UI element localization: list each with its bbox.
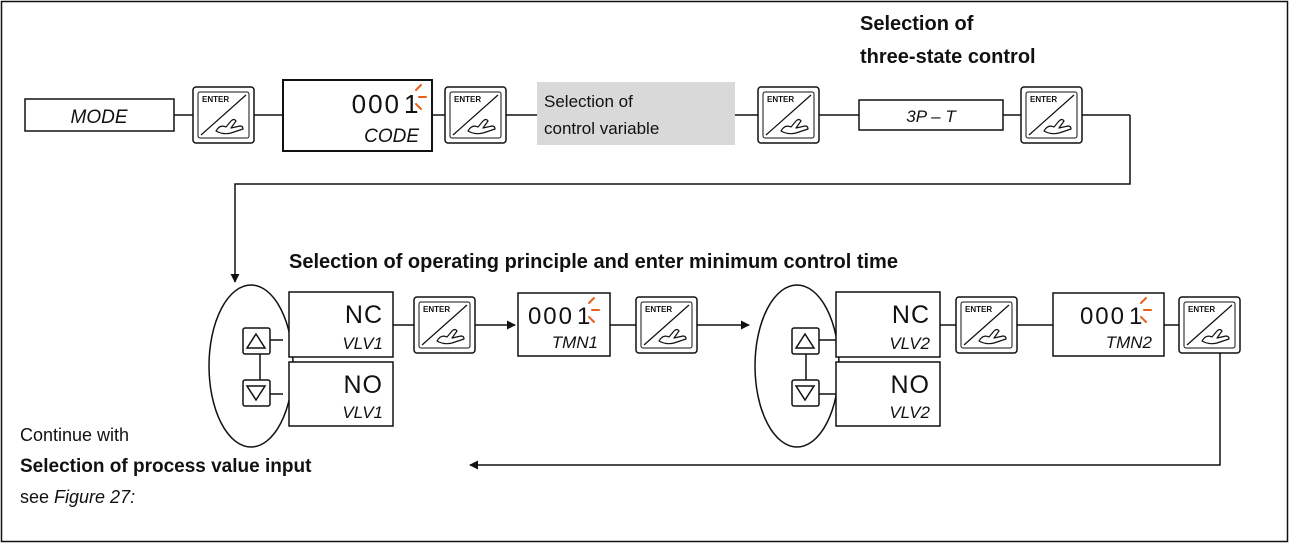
vlv1-no-sub: VLV1 — [342, 403, 383, 422]
continue-line1: Continue with — [20, 425, 129, 445]
enter-key-label: ENTER — [1188, 305, 1215, 314]
down-arrow-icon[interactable] — [242, 379, 271, 407]
vlv1-no-value: NO — [344, 371, 384, 399]
vlv1-nc-option[interactable]: NC VLV1 — [288, 291, 394, 358]
vlv2-nc-option[interactable]: NC VLV2 — [835, 291, 941, 358]
code-digits: 000 — [352, 89, 401, 119]
vlv2-nc-value: NC — [892, 301, 930, 329]
mode-label: MODE — [71, 107, 128, 128]
three-state-box: 3P – T — [858, 99, 1004, 131]
enter-key-label: ENTER — [965, 305, 992, 314]
three-state-box-label: 3P – T — [906, 107, 957, 126]
row2-connectors — [393, 320, 1221, 470]
enter-key-label: ENTER — [1030, 95, 1057, 104]
control-variable-line1: Selection of — [544, 92, 633, 111]
operating-principle-heading: Selection of operating principle and ent… — [289, 251, 898, 273]
three-state-title-line2: three-state control — [860, 46, 1036, 68]
blink-indicator-icon — [415, 84, 427, 110]
tmn2-blink-digit: 1 — [1129, 303, 1142, 330]
enter-key-icon[interactable]: ENTER — [757, 86, 820, 144]
vlv1-selector — [208, 284, 294, 448]
enter-key-icon[interactable]: ENTER — [413, 296, 476, 354]
vlv1-nc-sub: VLV1 — [342, 334, 383, 353]
code-sub-label: CODE — [364, 126, 419, 147]
vlv1-no-option[interactable]: NO VLV1 — [288, 361, 394, 427]
tmn2-display: 000 1 TMN2 — [1052, 292, 1165, 357]
code-display: 000 1 CODE — [282, 79, 433, 152]
enter-key-icon[interactable]: ENTER — [1020, 86, 1083, 144]
continue-line3: see Figure 27: — [20, 487, 135, 507]
mode-box: MODE — [24, 98, 175, 132]
row1-connectors — [174, 114, 1131, 283]
enter-key-icon[interactable]: ENTER — [1178, 296, 1241, 354]
control-variable-line2: control variable — [544, 119, 659, 138]
tmn1-display: 000 1 TMN1 — [517, 292, 611, 357]
tmn1-digits: 000 — [528, 303, 574, 330]
figure-ref-link[interactable]: Figure 27: — [54, 487, 135, 507]
vlv1-nc-value: NC — [345, 301, 383, 329]
code-blink-digit: 1 — [404, 89, 418, 119]
continue-see: see — [20, 487, 54, 507]
three-state-title-line1: Selection of — [860, 13, 974, 35]
enter-key-label: ENTER — [454, 95, 481, 104]
tmn2-digits: 000 — [1080, 303, 1126, 330]
vlv2-no-sub: VLV2 — [889, 403, 930, 422]
enter-key-label: ENTER — [767, 95, 794, 104]
continue-line2: Selection of process value input — [20, 456, 312, 477]
tmn2-sub: TMN2 — [1106, 333, 1153, 352]
vlv2-no-option[interactable]: NO VLV2 — [835, 361, 941, 427]
enter-key-icon[interactable]: ENTER — [955, 296, 1018, 354]
vlv2-no-value: NO — [891, 371, 931, 399]
control-variable-selection: Selection of control variable — [537, 82, 735, 145]
tmn1-sub: TMN1 — [552, 333, 598, 352]
blink-indicator-icon — [1140, 297, 1152, 323]
enter-key-label: ENTER — [423, 305, 450, 314]
vlv2-nc-sub: VLV2 — [889, 334, 930, 353]
enter-key-icon[interactable]: ENTER — [192, 86, 255, 144]
tmn1-blink-digit: 1 — [577, 303, 590, 330]
vlv2-selector — [754, 284, 840, 448]
enter-key-label: ENTER — [645, 305, 672, 314]
blink-indicator-icon — [588, 297, 600, 323]
enter-key-icon[interactable]: ENTER — [635, 296, 698, 354]
enter-key-icon[interactable]: ENTER — [444, 86, 507, 144]
down-arrow-icon[interactable] — [791, 379, 820, 407]
enter-key-label: ENTER — [202, 95, 229, 104]
up-arrow-icon[interactable] — [242, 327, 271, 355]
up-arrow-icon[interactable] — [791, 327, 820, 355]
